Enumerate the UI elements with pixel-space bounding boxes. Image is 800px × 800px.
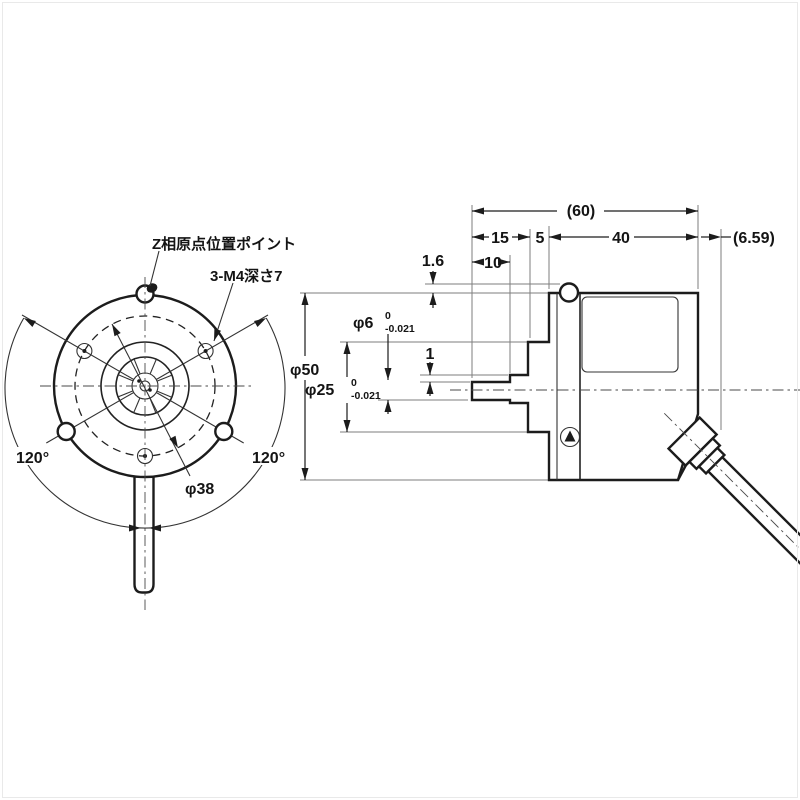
- mounting-holes: [76, 342, 214, 465]
- cable-gland: [663, 412, 800, 567]
- cable-side: [706, 455, 800, 567]
- dim-total-length: (60): [567, 203, 595, 220]
- dim-step: 1.6: [422, 253, 444, 270]
- boss-tolerance-lower: -0.021: [351, 390, 381, 402]
- angle-dimension-arc: [4, 317, 286, 529]
- extension-lines: [300, 205, 722, 481]
- z-phase-label: Z相原点位置ポイント: [152, 235, 296, 253]
- cable-front: [133, 477, 155, 594]
- angle-left-label: 120°: [16, 450, 49, 467]
- boss-tolerance-upper: 0: [351, 377, 357, 389]
- bolt-circle-label: φ38: [185, 481, 214, 498]
- dim-shoulder: 1: [426, 346, 435, 363]
- dimension-lines: [301, 207, 731, 480]
- body-face-recess: [581, 296, 679, 373]
- tab-lower-left: [56, 421, 76, 442]
- shaft-tolerance-lower: -0.021: [385, 323, 415, 335]
- flange-screw: [559, 426, 581, 448]
- shaft-diameter-label: φ6: [353, 315, 373, 332]
- dim-body-length: 40: [612, 230, 630, 247]
- encoder-body-outline: [470, 291, 700, 482]
- dim-boss-width: 5: [536, 230, 545, 247]
- side-tab-bump: [558, 282, 580, 303]
- mounting-holes-label: 3-M4深さ7: [210, 267, 283, 285]
- z-phase-mark: [146, 283, 158, 293]
- boss-diameter-label: φ25: [305, 382, 334, 399]
- labels: Z相原点位置ポイント 3-M4深さ7 φ38 120° 120° (60) 15…: [16, 203, 775, 498]
- dim-shaft-length: 15: [491, 230, 509, 247]
- body-diameter-label: φ50: [290, 362, 319, 379]
- tab-lower-right: [214, 421, 234, 442]
- dim-shaft-flat: 10: [484, 255, 502, 272]
- z-phase-leader: [149, 250, 160, 287]
- shaft-tolerance-upper: 0: [385, 310, 391, 322]
- side-view: [450, 282, 800, 567]
- dim-cable-gland: (6.59): [733, 230, 775, 247]
- front-view: [4, 250, 286, 610]
- shaft-spokes: [117, 358, 173, 414]
- angle-right-label: 120°: [252, 450, 285, 467]
